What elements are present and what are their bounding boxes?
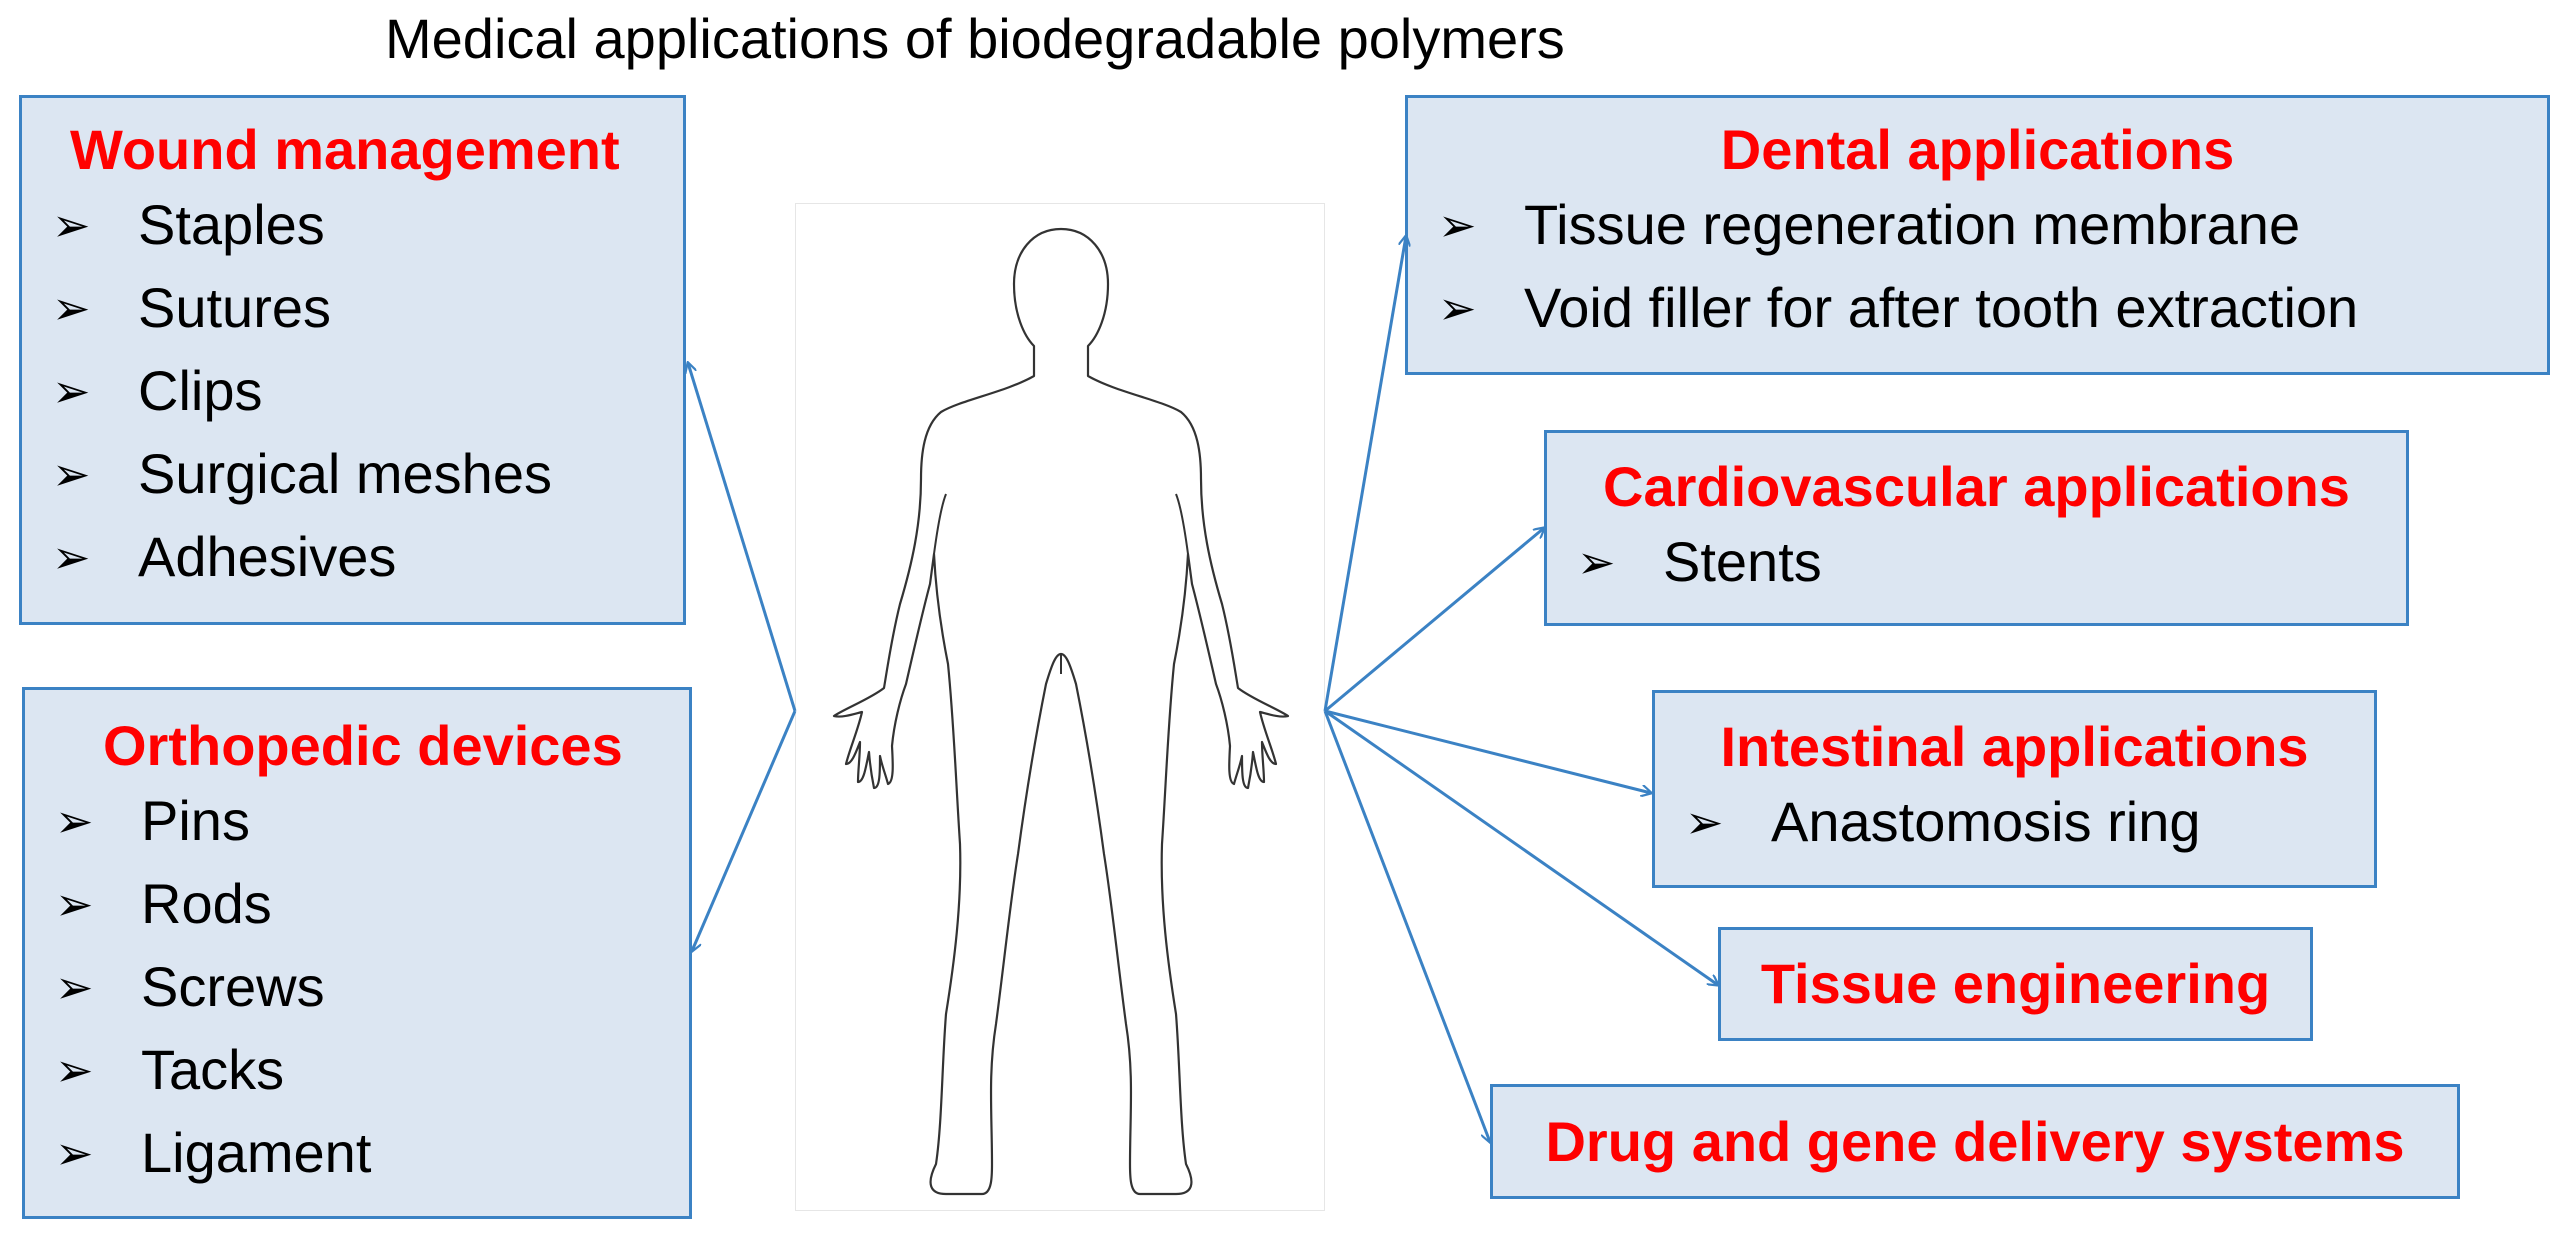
list-item: ➢Tissue regeneration membrane [1438, 193, 2301, 257]
arrowhead-bullet-icon: ➢ [55, 1126, 94, 1179]
tissue-engineering-box: Tissue engineering [1718, 927, 2313, 1041]
arrowhead-bullet-icon: ➢ [1438, 198, 1477, 251]
arrow-to-cardiovascular-applications [1324, 528, 1544, 713]
list-item: ➢Staples [52, 193, 325, 257]
arrow-to-intestinal-applications [1324, 709, 1651, 793]
list-item: ➢Rods [55, 872, 272, 936]
arrowhead-bullet-icon: ➢ [55, 1043, 94, 1096]
arrowhead-bullet-icon: ➢ [52, 198, 91, 251]
list-item: ➢Clips [52, 359, 263, 423]
diagram-title: Medical applications of biodegradable po… [385, 7, 1565, 70]
arrowhead-bullet-icon: ➢ [1577, 535, 1616, 588]
wound-management-heading: Wound management [70, 118, 620, 181]
wound-management-box: Wound management ➢Staples ➢Sutures ➢Clip… [19, 95, 686, 625]
arrowhead-bullet-icon: ➢ [52, 530, 91, 583]
arrowhead-bullet-icon: ➢ [52, 281, 91, 334]
list-item: ➢Pins [55, 789, 250, 853]
arrowhead-bullet-icon: ➢ [55, 794, 94, 847]
arrowhead-bullet-icon: ➢ [55, 960, 94, 1013]
list-item: ➢Ligament [55, 1121, 372, 1185]
arrow-to-orthopedic-devices [692, 710, 797, 951]
arrowhead-bullet-icon: ➢ [55, 877, 94, 930]
orthopedic-devices-box: Orthopedic devices ➢Pins ➢Rods ➢Screws ➢… [22, 687, 692, 1219]
list-item: ➢Anastomosis ring [1685, 790, 2201, 854]
intestinal-applications-box: Intestinal applications ➢Anastomosis rin… [1652, 690, 2377, 888]
cardiovascular-applications-heading: Cardiovascular applications [1603, 455, 2350, 518]
arrowhead-bullet-icon: ➢ [1438, 281, 1477, 334]
list-item: ➢Screws [55, 955, 325, 1019]
list-item: ➢Tacks [55, 1038, 285, 1102]
arrow-to-drug-gene-delivery [1323, 710, 1490, 1142]
human-body-outline-icon [832, 227, 1290, 1196]
tissue-engineering-heading: Tissue engineering [1760, 952, 2271, 1016]
list-item: ➢Surgical meshes [52, 442, 552, 506]
arrow-to-dental-applications [1323, 236, 1406, 712]
list-item: ➢Adhesives [52, 525, 397, 589]
drug-gene-delivery-box: Drug and gene delivery systems [1490, 1084, 2460, 1199]
orthopedic-devices-heading: Orthopedic devices [103, 714, 623, 777]
arrowhead-bullet-icon: ➢ [1685, 795, 1724, 848]
dental-applications-box: Dental applications ➢Tissue regeneration… [1405, 95, 2550, 375]
cardiovascular-applications-box: Cardiovascular applications ➢Stents [1544, 430, 2409, 626]
list-item: ➢Sutures [52, 276, 331, 340]
arrow-to-wound-management [688, 363, 797, 712]
intestinal-applications-heading: Intestinal applications [1720, 715, 2309, 778]
drug-gene-delivery-heading: Drug and gene delivery systems [1545, 1109, 2405, 1173]
arrowhead-bullet-icon: ➢ [52, 364, 91, 417]
dental-applications-heading: Dental applications [1720, 118, 2235, 181]
list-item: ➢Void filler for after tooth extraction [1438, 276, 2359, 340]
human-body-figure [795, 203, 1325, 1211]
list-item: ➢Stents [1577, 530, 1822, 594]
arrowhead-bullet-icon: ➢ [52, 447, 91, 500]
